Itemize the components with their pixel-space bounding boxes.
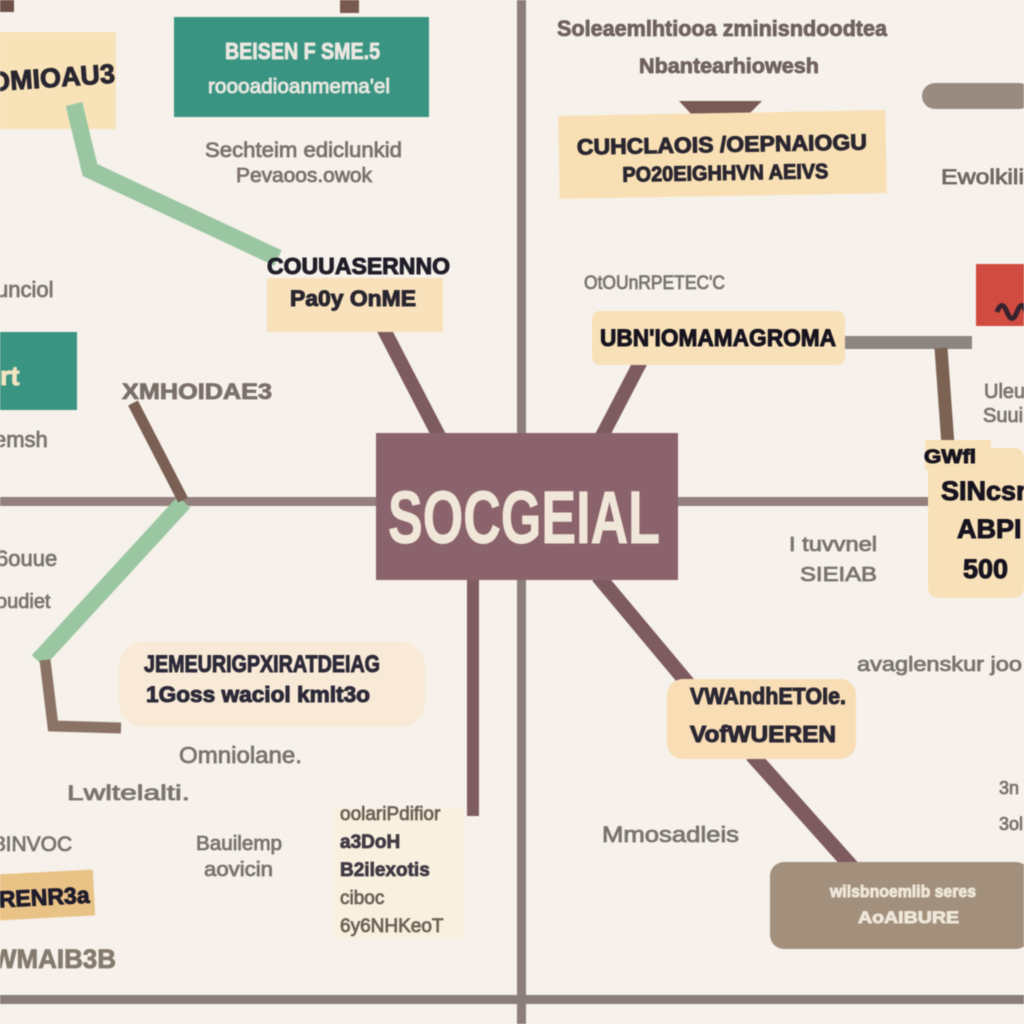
svg-text:wilsbnoemlib seres: wilsbnoemlib seres [829,882,976,901]
svg-text:Lwltelalti.: Lwltelalti. [67,782,190,805]
svg-text:roooadioanmema'el: roooadioanmema'el [208,76,390,98]
svg-text:emsh: emsh [0,427,48,452]
svg-text:Omniolane.: Omniolane. [179,742,302,768]
svg-text:SIEIAB: SIEIAB [800,564,877,586]
svg-text:PO20EIGHHVN AEIVS: PO20EIGHHVN AEIVS [622,160,828,187]
svg-text:avaglenskur joo: avaglenskur joo [857,654,1022,676]
svg-text:GWfl: GWfl [924,447,976,468]
svg-text:UBN'IOMAMAGROMA: UBN'IOMAMAGROMA [600,325,836,352]
svg-text:SINcsr: SINcsr [941,476,1024,506]
svg-text:I tuvvnel: I tuvvnel [789,534,877,556]
svg-text:VofWUEREN: VofWUEREN [690,721,836,747]
svg-text:BEISEN F SME.5: BEISEN F SME.5 [225,38,380,64]
svg-text:Sechteim ediclunkid: Sechteim ediclunkid [205,139,402,162]
svg-text:3ol: 3ol [999,814,1023,834]
svg-text:XMHOIDAE3: XMHOIDAE3 [122,379,272,404]
svg-text:500: 500 [963,554,1008,584]
svg-text:ciboc: ciboc [340,888,384,909]
svg-text:SOCGEIAL: SOCGEIAL [388,476,660,559]
svg-text:Pa0y OnME: Pa0y OnME [290,286,416,311]
svg-text:3n: 3n [999,778,1019,798]
svg-text:1Goss waciol kmlt3o: 1Goss waciol kmlt3o [146,682,370,707]
svg-text:aovicin: aovicin [204,859,273,881]
svg-text:VWAndhETOIe.: VWAndhETOIe. [690,683,846,709]
svg-text:Suuil: Suuil [983,405,1024,427]
svg-text:unciol: unciol [0,277,53,302]
svg-text:rt: rt [0,361,20,391]
svg-text:RENR3a: RENR3a [0,882,90,913]
svg-text:oolariPdifior: oolariPdifior [340,804,441,825]
svg-text:3INVOC: 3INVOC [0,833,72,856]
svg-text:oudiet: oudiet [0,591,51,613]
svg-text:6y6NHKeoT: 6y6NHKeoT [340,916,444,937]
svg-text:AoAIBURE: AoAIBURE [858,908,959,927]
svg-text:WMAIB3B: WMAIB3B [0,944,116,974]
svg-text:CUHCLAOIS /OEPNAIOGU: CUHCLAOIS /OEPNAIOGU [577,129,867,159]
svg-text:a3DoH: a3DoH [340,832,400,853]
svg-text:Bauilemp: Bauilemp [196,833,282,855]
svg-text:JEMEURIGPXIRATDEIAG: JEMEURIGPXIRATDEIAG [144,651,380,678]
svg-text:Soleaemlhtiooa zminisndoodtea: Soleaemlhtiooa zminisndoodtea [557,16,888,41]
svg-text:Pevaoos.owok: Pevaoos.owok [236,165,373,187]
svg-text:Uleu: Uleu [984,381,1024,403]
svg-text:Mmosadleis: Mmosadleis [602,822,739,847]
svg-text:COUUASERNNO: COUUASERNNO [267,253,450,279]
svg-text:B2ilexotis: B2ilexotis [340,860,430,881]
svg-text:6ouue: 6ouue [0,546,57,571]
svg-text:OtOUnRPETEC'C: OtOUnRPETEC'C [584,273,725,294]
svg-text:ABPI: ABPI [957,514,1022,544]
svg-text:Ewolkili: Ewolkili [941,166,1024,189]
svg-text:Nbantearhiowesh: Nbantearhiowesh [639,55,819,78]
